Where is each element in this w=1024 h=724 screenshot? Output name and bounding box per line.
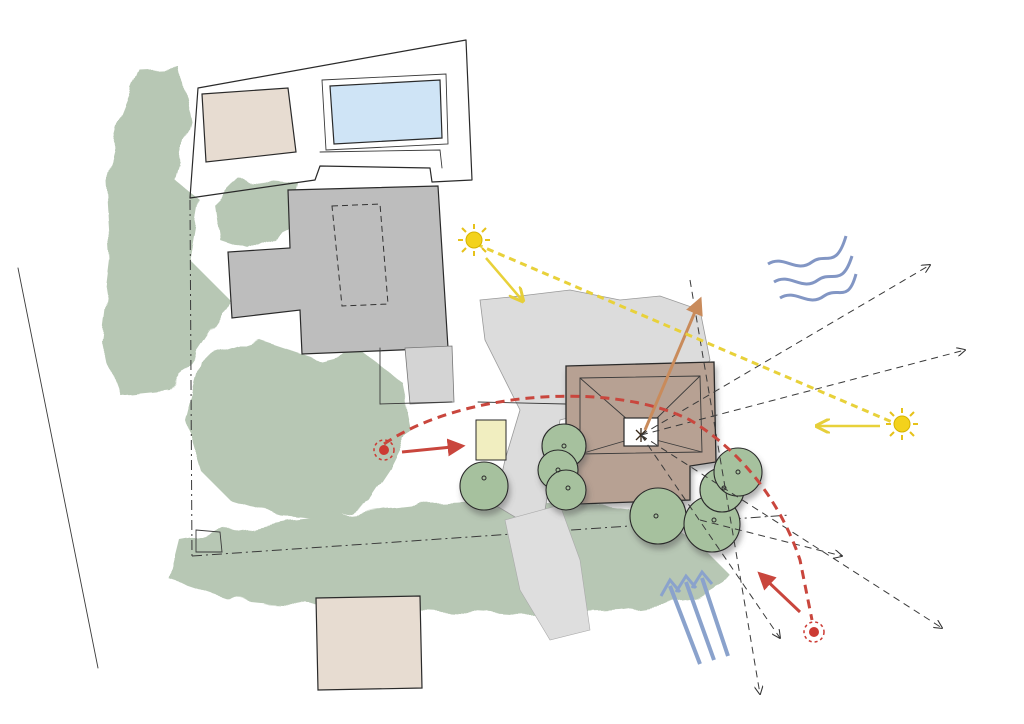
entry-canopy <box>477 401 567 405</box>
view-line <box>689 279 760 694</box>
noise-arrow <box>401 438 466 457</box>
neighbour-terrace-step <box>379 347 453 405</box>
vegetation-south-strip <box>170 500 730 615</box>
neighbour-terrace <box>404 345 455 405</box>
sun-path-line <box>475 242 893 424</box>
sun-icon <box>458 224 490 256</box>
vegetation-mid-cluster <box>215 180 300 250</box>
sun-path <box>458 224 918 440</box>
new-building-inner-edge <box>579 375 703 455</box>
noise-source-icon <box>803 621 825 643</box>
neighbour-house-skylight <box>331 203 389 307</box>
tree-trunk-dots <box>481 443 741 523</box>
property-line-west <box>189 199 193 561</box>
view-lines <box>640 265 965 694</box>
neighbour-house <box>227 185 455 405</box>
tree-canopy <box>713 447 763 497</box>
noise-arc <box>383 394 814 621</box>
site-boundaries <box>17 199 791 669</box>
vegetation-left-band <box>100 68 230 395</box>
noise-indicators <box>373 394 825 643</box>
swimming-pool <box>329 79 443 145</box>
site-corner-marker <box>195 529 223 553</box>
tree-canopy <box>459 461 509 511</box>
water-waves-icon <box>767 235 858 302</box>
pool-surround <box>321 73 449 151</box>
tree-canopy <box>545 469 587 511</box>
neighbour-lot <box>189 39 473 199</box>
primary-view-arrow <box>643 296 703 431</box>
street-edge-line <box>17 267 99 669</box>
vegetation-wash <box>100 68 730 615</box>
neighbour-lot-inner-line <box>319 149 443 169</box>
beige-outbuilding <box>201 87 297 163</box>
entry-box <box>475 419 507 461</box>
noise-arrow <box>757 571 802 614</box>
neighbour-lot-boundary <box>189 39 473 199</box>
view-line <box>640 434 780 638</box>
sun-icon <box>886 408 918 440</box>
beige-outbuilding-south <box>315 595 423 691</box>
view-line <box>699 519 842 556</box>
vegetation-garden-mass <box>185 340 410 520</box>
noise-source-icon <box>373 439 395 461</box>
view-line <box>640 350 965 436</box>
breeze-arrows-icon <box>659 569 730 665</box>
sun-ray-arrow <box>485 257 522 300</box>
view-line <box>640 265 930 436</box>
